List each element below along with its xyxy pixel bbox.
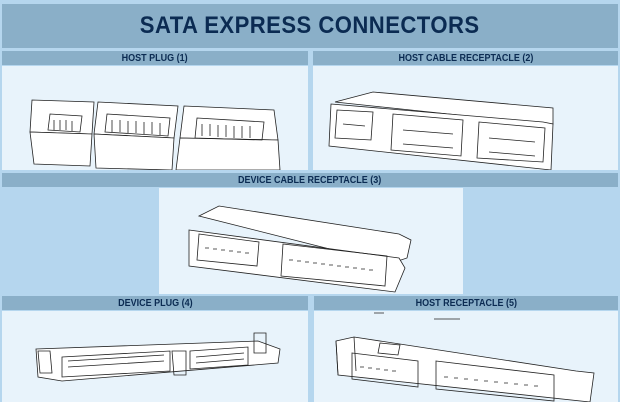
pins: [205, 247, 373, 271]
host-receptacle-illustration: [314, 311, 618, 402]
panel-header-host-plug: HOST PLUG (1): [2, 51, 308, 65]
host-cable-receptacle-drawing: [328, 91, 554, 170]
panel-header-device-cable-receptacle: DEVICE CABLE RECEPTACLE (3): [2, 173, 618, 187]
panel-header-host-cable-receptacle: HOST CABLE RECEPTACLE (2): [313, 51, 618, 65]
host-plug-drawing: [29, 99, 281, 170]
label: HOST CABLE RECEPTACLE (2): [398, 52, 533, 64]
host-cable-receptacle-illustration: [313, 66, 618, 170]
device-cable-receptacle-illustration: [159, 188, 463, 294]
device-plug-illustration: [2, 311, 308, 402]
panel-header-device-plug: DEVICE PLUG (4): [2, 296, 308, 310]
label: DEVICE PLUG (4): [117, 297, 193, 309]
host-receptacle-drawing: [335, 312, 595, 402]
panel-header-host-receptacle: HOST RECEPTACLE (5): [314, 296, 618, 310]
page-title: SATA EXPRESS CONNECTORS: [2, 4, 618, 48]
label: HOST RECEPTACLE (5): [415, 297, 517, 309]
title-text: SATA EXPRESS CONNECTORS: [140, 12, 480, 39]
device-cable-receptacle-drawing: [188, 205, 412, 293]
label: HOST PLUG (1): [121, 52, 189, 64]
label: DEVICE CABLE RECEPTACLE (3): [238, 174, 382, 186]
device-plug-drawing: [35, 332, 281, 382]
host-plug-illustration: [2, 66, 308, 170]
